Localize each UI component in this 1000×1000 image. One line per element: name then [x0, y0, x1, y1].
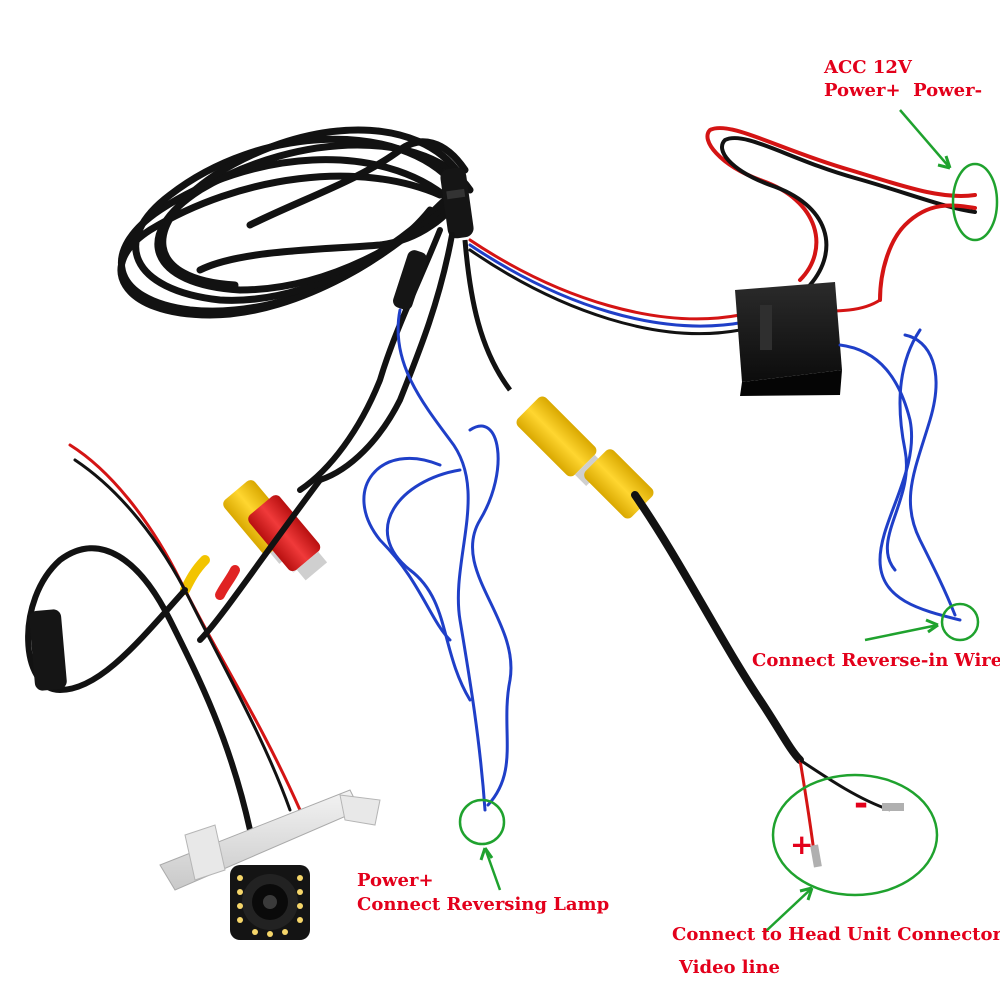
reversing-lamp-label: Connect Reversing Lamp	[357, 894, 610, 915]
head-unit-label: Connect to Head Unit Connector	[672, 924, 1000, 945]
acc-power-wires	[468, 126, 977, 336]
camera-harness-cable	[297, 227, 455, 493]
main-cable-splitter	[440, 167, 474, 239]
reversing-lamp-ring	[458, 798, 506, 846]
reverse-in-label: Connect Reverse-in Wire	[752, 650, 1000, 671]
head-unit-ring	[771, 773, 939, 897]
reversing-lamp-blue-wire	[362, 308, 513, 812]
annotation-marks	[458, 109, 999, 933]
relay-box	[735, 282, 842, 396]
reverse-in-arrow	[864, 623, 939, 642]
minus-sign: -	[854, 784, 869, 824]
coiled-main-cable	[117, 126, 474, 319]
reversing-lamp-arrow	[483, 847, 502, 891]
acc-arrow	[899, 109, 951, 169]
camera-lead-wires	[25, 443, 323, 833]
camera-lead-clip	[29, 609, 67, 691]
reverse-in-blue-wire	[838, 328, 962, 622]
plus-sign: +	[790, 828, 814, 861]
acc-title-label: ACC 12V	[824, 57, 912, 78]
head-unit-arrow	[764, 887, 813, 933]
reverse-camera	[159, 789, 381, 940]
reversing-lamp-power-label: Power+	[357, 870, 434, 891]
acc-ring	[951, 162, 999, 242]
video-line-label: Video line	[679, 957, 781, 978]
video-cable	[462, 239, 904, 868]
blue-lead-plug	[393, 250, 427, 310]
reverse-in-ring	[940, 602, 980, 642]
acc-power-label: Power+ Power-	[824, 80, 983, 101]
